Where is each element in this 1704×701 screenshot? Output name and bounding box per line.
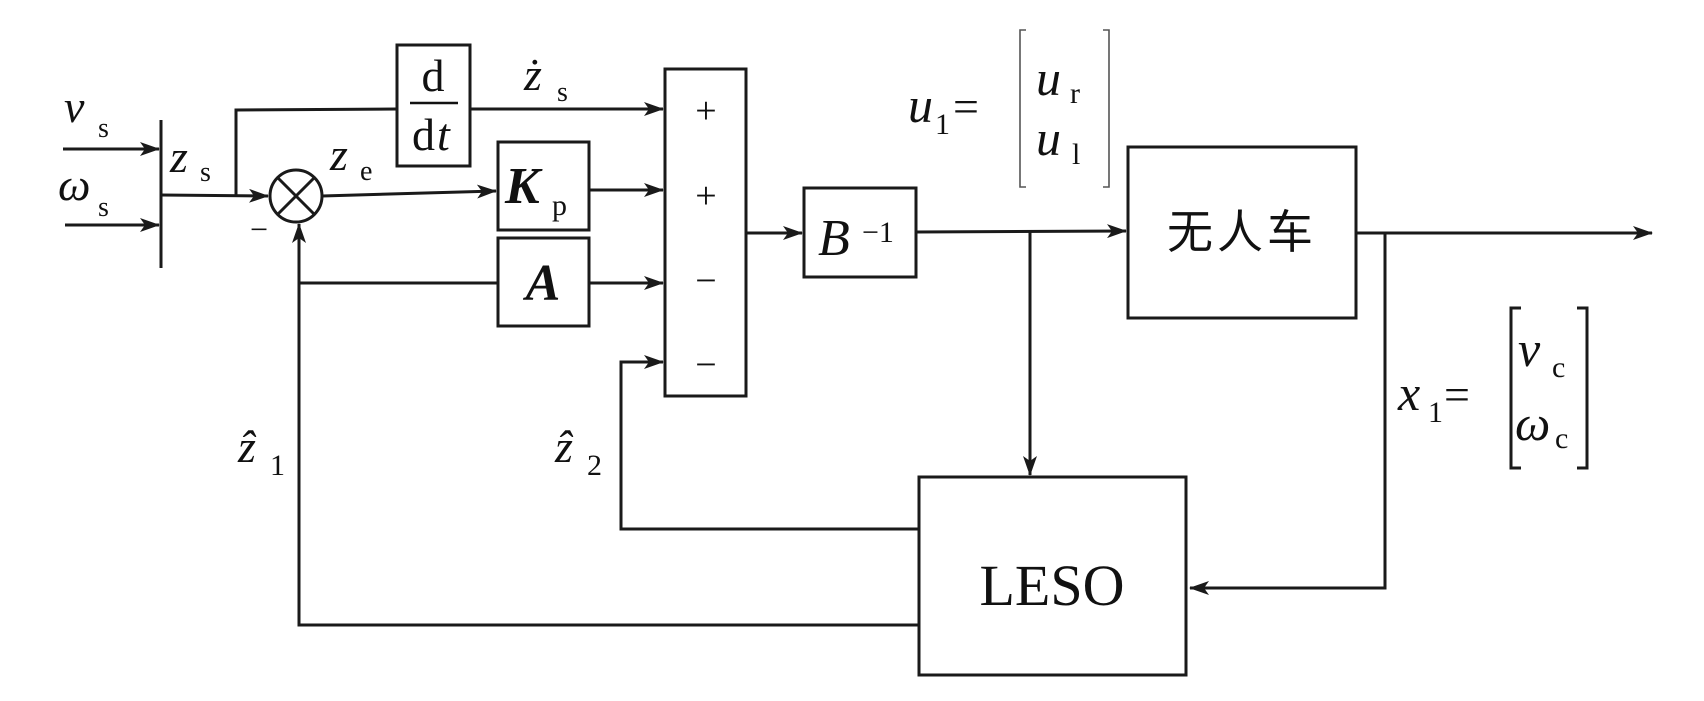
u1-equation: u 1 = u r u l	[908, 29, 1110, 188]
z1-hat-feedback-line	[292, 223, 919, 627]
omega-s-subscript: s	[98, 192, 109, 223]
summing-junction-cross-b	[276, 176, 316, 216]
x1-equals: =	[1444, 369, 1470, 420]
u1-row2-symbol: u	[1036, 110, 1061, 166]
v-s-symbol: v	[64, 81, 85, 132]
input-omega-s: ω s	[58, 159, 160, 232]
kp-block-box	[496, 140, 591, 232]
x1-row2-subscript: c	[1555, 422, 1568, 455]
z-s-symbol: z	[169, 131, 188, 182]
x1-equation: x 1 = v c ω c	[1397, 306, 1589, 470]
b-inverse-block: B −1	[802, 186, 918, 279]
u1-row2-subscript: l	[1072, 138, 1080, 171]
z-s-signal-line	[160, 188, 269, 203]
z2-hat-subscript: 2	[587, 449, 602, 482]
z-e-symbol: z	[329, 129, 348, 180]
derivative-denominator-t: t	[437, 109, 451, 160]
b-symbol: B	[818, 210, 850, 267]
x1-row1-subscript: c	[1552, 351, 1565, 384]
summing-junction: −	[250, 168, 324, 247]
z2-hat-symbol: ẑ	[554, 421, 574, 472]
z2-hat-feedback-line	[619, 355, 919, 531]
plant-block-box	[1126, 145, 1358, 320]
a-block-box	[496, 236, 591, 328]
derivative-denominator-d: d	[412, 109, 435, 160]
a-symbol: A	[523, 255, 561, 312]
kp-subscript: p	[552, 189, 567, 222]
u1-equals: =	[953, 81, 979, 132]
sum-sign-1: +	[695, 90, 716, 132]
plant-block: 无人车	[1126, 145, 1358, 320]
plant-label: 无人车	[1167, 205, 1317, 259]
sum-sign-4: −	[695, 344, 716, 386]
v-s-subscript: s	[98, 113, 109, 144]
b-inverse-block-box	[802, 186, 918, 279]
z-s-dot-subscript: s	[557, 77, 568, 108]
u1-right-bracket	[1103, 29, 1110, 188]
x1-row2-symbol: ω	[1515, 395, 1550, 451]
kp-symbol: K	[504, 158, 543, 215]
z-e-to-kp-line	[321, 184, 497, 199]
x1-right-bracket	[1577, 306, 1589, 470]
derivative-block-box	[395, 43, 472, 168]
u1-left-bracket	[1019, 29, 1026, 188]
x1-left-bracket	[1509, 306, 1521, 470]
leso-block: LESO	[917, 475, 1188, 677]
b-superscript: −1	[862, 216, 894, 249]
x1-lhs-subscript: 1	[1428, 396, 1443, 429]
kp-block: K p	[496, 140, 591, 232]
z1-hat-subscript: 1	[270, 449, 285, 482]
sum-sign-3: −	[695, 260, 716, 302]
leso-label: LESO	[980, 553, 1125, 618]
sum-sign-2: +	[695, 175, 716, 217]
x1-to-leso-line	[1189, 233, 1387, 595]
a-block: A	[496, 236, 591, 328]
u1-row1-subscript: r	[1070, 77, 1080, 110]
z-s-branch-to-derivative	[234, 107, 398, 195]
z1-hat-symbol: ẑ	[237, 421, 257, 472]
sum-block: + + − −	[663, 67, 748, 398]
input-v-s: v s	[63, 81, 160, 156]
z-s-dot-symbol: ż	[523, 49, 542, 100]
derivative-block: d d t	[395, 43, 472, 168]
omega-s-symbol: ω	[58, 159, 90, 210]
u1-lhs-subscript: 1	[935, 108, 950, 141]
derivative-numerator: d	[422, 50, 445, 101]
leso-block-box	[917, 475, 1188, 677]
z-s-subscript: s	[200, 157, 211, 188]
x1-lhs-symbol: x	[1397, 365, 1420, 421]
x1-row1-symbol: v	[1518, 321, 1541, 377]
u1-to-plant-line	[915, 224, 1127, 239]
summing-junction-minus-sign: −	[250, 211, 268, 247]
z-e-subscript: e	[360, 156, 372, 187]
u1-row1-symbol: u	[1036, 50, 1061, 106]
u1-lhs-symbol: u	[908, 77, 933, 133]
